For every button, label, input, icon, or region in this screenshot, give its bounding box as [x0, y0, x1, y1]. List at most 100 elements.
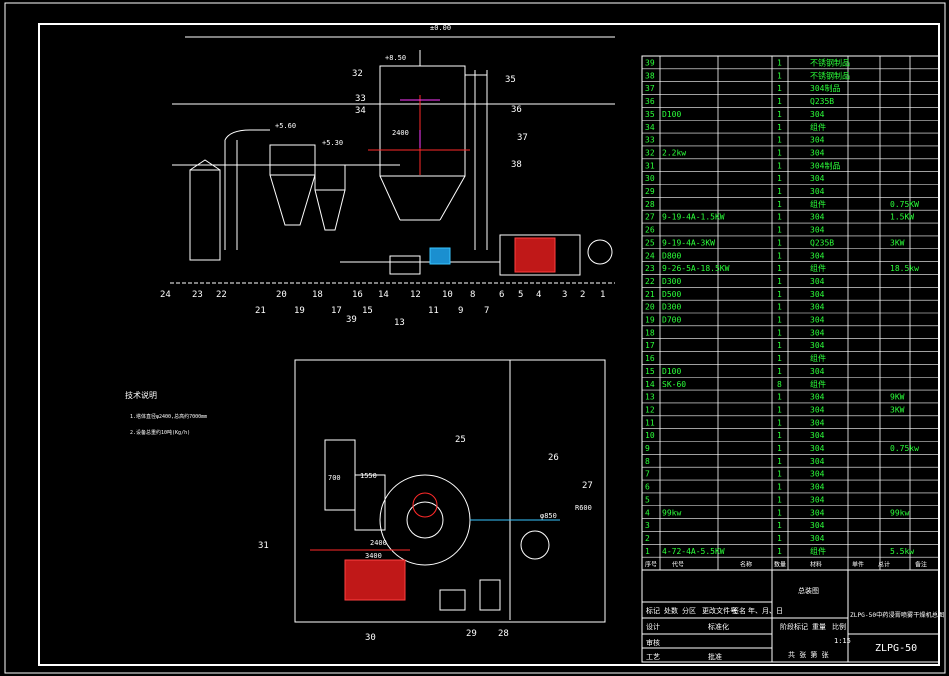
bom-cell: 1 [777, 405, 782, 414]
bom-cell: 1 [777, 148, 782, 157]
bom-cell: 304 [810, 444, 825, 453]
bom-cell: 组件 [810, 122, 826, 132]
bom-cell: 6 [645, 483, 650, 492]
callout-3: 3 [562, 290, 567, 300]
bom-cell: 16 [645, 354, 655, 363]
callout-25: 25 [455, 435, 466, 445]
bom-header-cell: 名称 [740, 561, 752, 569]
callout-1: 1 [600, 290, 605, 300]
bom-cell: 1 [777, 277, 782, 286]
bom-cell: 18 [645, 328, 655, 337]
bom-cell: D700 [662, 316, 681, 325]
drawing-subtitle: ZLPG-50中药浸膏喷雾干燥机总图 [850, 611, 944, 619]
bom-cell: 304 [810, 136, 825, 145]
bom-cell: 3 [645, 521, 650, 530]
bom-cell: 3KW [890, 238, 905, 247]
bom-cell: 5 [645, 495, 650, 504]
title-row-5: 年、月、日 [748, 606, 783, 615]
elevation-callouts: 24 23 22 21 20 19 18 17 16 15 14 13 12 1… [160, 69, 605, 328]
outer-frame [4, 2, 946, 674]
bom-cell: 37 [645, 84, 655, 93]
bom-cell: 19 [645, 316, 655, 325]
bom-cell: SK-60 [662, 380, 686, 389]
bom-cell: 304 [810, 521, 825, 530]
bom-cell: 7 [645, 470, 650, 479]
bom-cell: 26 [645, 226, 655, 235]
dim-elev-b: +5.60 [275, 122, 296, 130]
callout-15: 15 [362, 306, 373, 316]
bom-cell: 1 [777, 354, 782, 363]
bom-cell: 1 [777, 534, 782, 543]
callout-26: 26 [548, 453, 559, 463]
callout-11: 11 [428, 306, 439, 316]
title-stage-1: 重量 [812, 623, 826, 631]
bom-cell: D500 [662, 290, 681, 299]
plan-view [294, 359, 606, 623]
dim-plan-d: φ850 [540, 512, 557, 520]
tech-notes: 技术说明 1.塔体直径φ2400,总高约7000mm 2.设备总重约10吨(Kg… [125, 390, 207, 436]
bom-cell: 304 [810, 470, 825, 479]
bom-cell: 36 [645, 97, 655, 106]
bom-cell: 组件 [810, 379, 826, 389]
title-left-0: 设计 [646, 622, 660, 631]
bom-cell: 不锈钢制品 [810, 70, 850, 80]
bom-cell: 10 [645, 431, 655, 440]
plan-dims: 1550 2400 3400 700 φ850 R600 2400 [328, 129, 592, 560]
bom-cell: D100 [662, 110, 681, 119]
bom-cell: 1 [777, 264, 782, 273]
title-left-1: 审核 [646, 638, 660, 647]
bom-cell: 304 [810, 251, 825, 260]
bom-cell: 304 [810, 431, 825, 440]
bom-cell: D800 [662, 251, 681, 260]
bom-cell: 1 [645, 547, 650, 556]
bom-header-cell: 材料 [810, 561, 822, 569]
bom-cell: 34 [645, 123, 655, 132]
bom-cell: 11 [645, 418, 655, 427]
bom-cell: 304制品 [810, 160, 840, 170]
bom-cell: 1 [777, 547, 782, 556]
callout-39: 39 [346, 315, 357, 325]
bom-cell: 9KW [890, 393, 905, 402]
bom-cell: 28 [645, 200, 655, 209]
callout-30: 30 [365, 633, 376, 643]
bom-cell: 1 [777, 200, 782, 209]
callout-31: 31 [258, 541, 269, 551]
bom-cell: 33 [645, 136, 655, 145]
dim-elev-c: +5.30 [322, 139, 343, 147]
bom-cell: 1 [777, 71, 782, 80]
bom-cell: 8 [777, 380, 782, 389]
bom-cell: 21 [645, 290, 655, 299]
bom-cell: D100 [662, 367, 681, 376]
bom-cell: 99kw [890, 508, 909, 517]
bom-cell: 304 [810, 483, 825, 492]
callout-37: 37 [517, 133, 528, 143]
callout-35: 35 [505, 75, 516, 85]
bom-cell: 1 [777, 238, 782, 247]
dim-plan-w1: 1550 [360, 472, 377, 480]
callout-29: 29 [466, 629, 477, 639]
bom-header-cell: 备注 [915, 561, 927, 569]
callout-12: 12 [410, 290, 421, 300]
callout-7: 7 [484, 306, 489, 316]
callout-10: 10 [442, 290, 453, 300]
bom-cell: 1 [777, 123, 782, 132]
bom-cell: 32 [645, 148, 655, 157]
bom-cell: 30 [645, 174, 655, 183]
bom-cell: 1 [777, 431, 782, 440]
callout-8: 8 [470, 290, 475, 300]
bom-cell: 304 [810, 341, 825, 350]
bom-cell: 1 [777, 521, 782, 530]
bom-cell: 1 [777, 341, 782, 350]
bom-cell: 304 [810, 418, 825, 427]
bom-cell: 99kw [662, 508, 681, 517]
callout-38: 38 [511, 160, 522, 170]
bom-cell: 13 [645, 393, 655, 402]
title-row-3: 更改文件号 [702, 606, 737, 615]
bom-cell: 1 [777, 59, 782, 68]
bom-cell: 304 [810, 226, 825, 235]
title-sheet: 共 张 第 张 [788, 650, 829, 659]
bom-cell: 0.75KW [890, 200, 919, 209]
callout-36: 36 [511, 105, 522, 115]
